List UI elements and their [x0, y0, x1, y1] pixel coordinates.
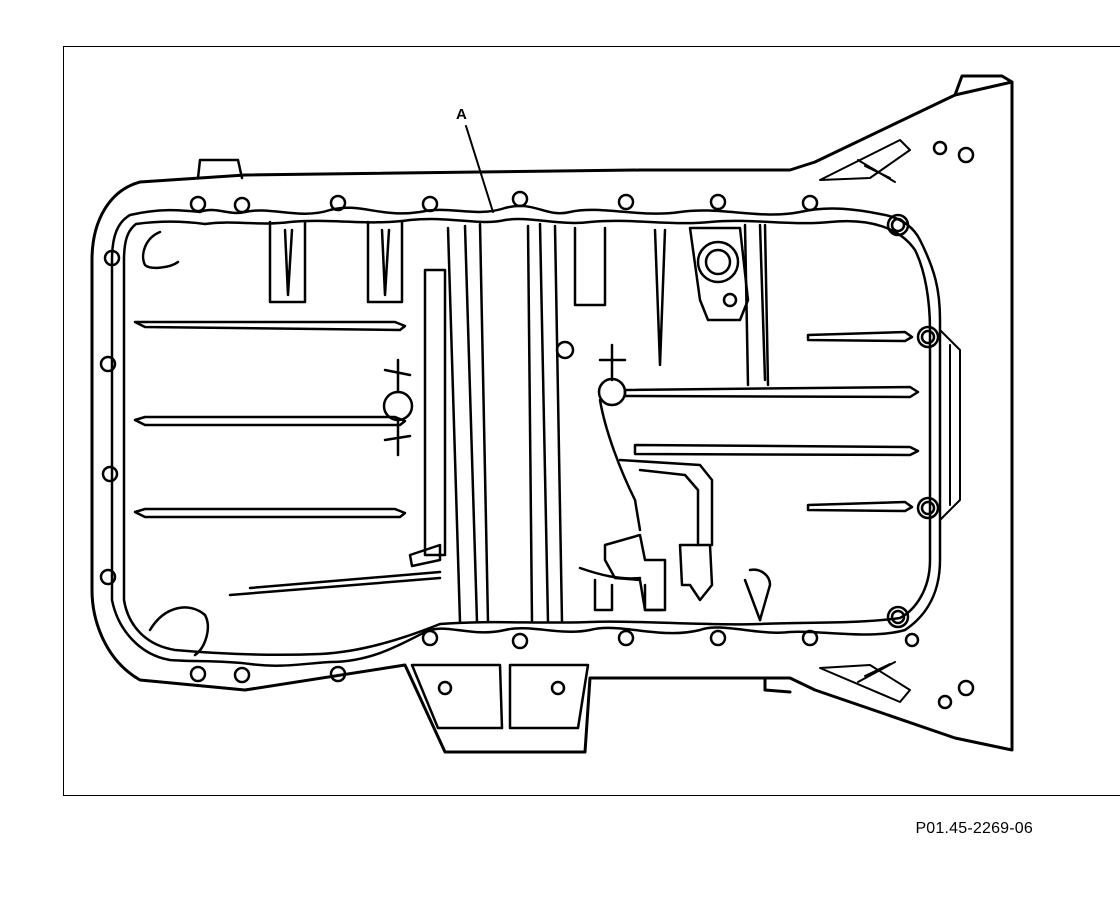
- bottom-lugs: [410, 663, 590, 730]
- top-mounting-tab: [196, 158, 244, 180]
- flange-bolt-holes: [99, 140, 975, 710]
- lower-pickup: [578, 533, 772, 622]
- diagram-frame: [63, 46, 1120, 796]
- callout-label-a: A: [456, 106, 467, 123]
- central-channels: [228, 222, 607, 624]
- right-ribs: [597, 223, 920, 547]
- callout-leader: [465, 125, 494, 213]
- pan-outer-flange: [90, 74, 1014, 754]
- transmission-flange: [819, 139, 961, 703]
- strainer-neck: [688, 226, 750, 322]
- gasket-path: [110, 204, 942, 667]
- figure-id: P01.45-2269-06: [915, 820, 1033, 837]
- left-ribs: [133, 220, 407, 657]
- left-center-boss: [382, 268, 447, 568]
